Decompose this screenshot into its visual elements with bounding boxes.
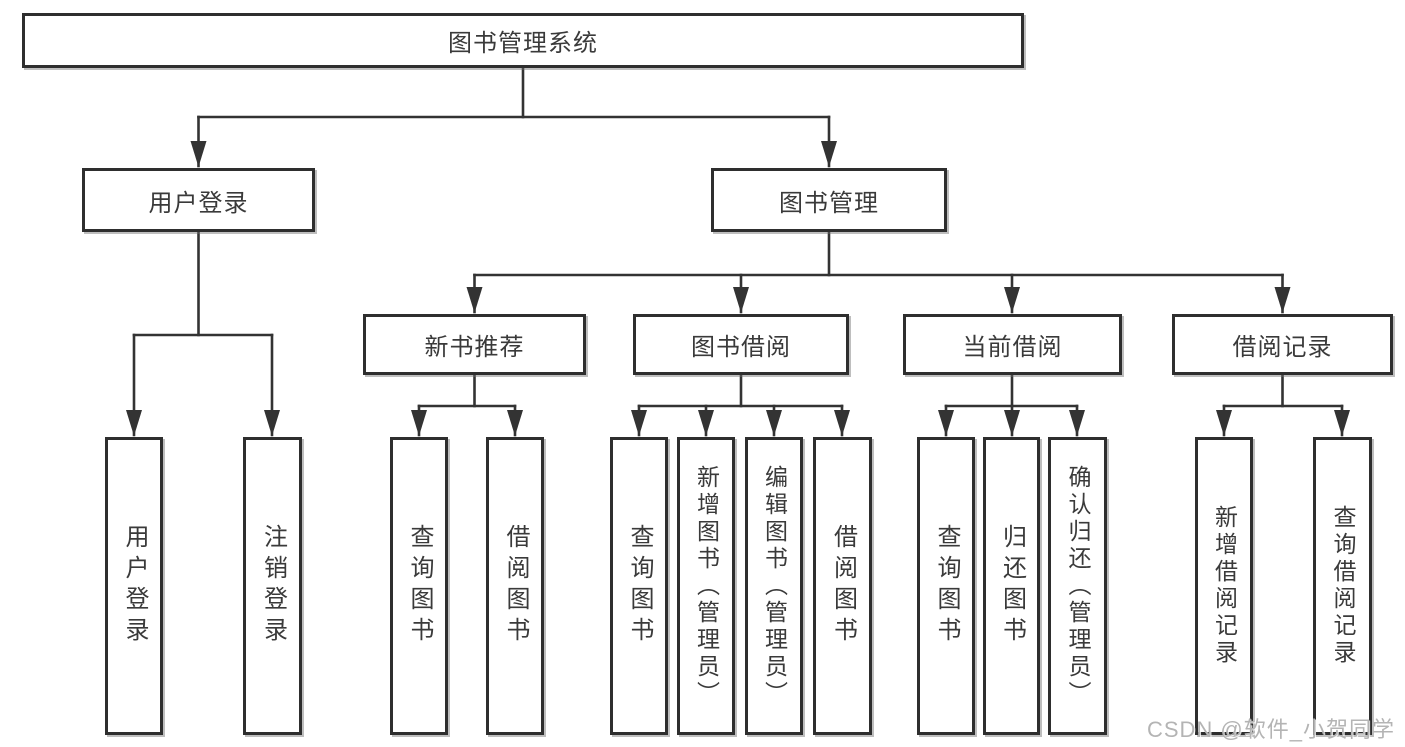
leaf-query-books-current: 查询图书 xyxy=(917,437,975,735)
leaf-return-books: 归还图书 xyxy=(983,437,1040,735)
leaf-edit-books-admin: 编辑图书（管理员） xyxy=(745,437,803,735)
leaf-edit-books-admin-label: 编辑图书（管理员） xyxy=(761,464,788,708)
node-user-login-label: 用户登录 xyxy=(148,189,249,217)
node-book-borrowing-label: 图书借阅 xyxy=(691,334,791,361)
node-book-borrowing: 图书借阅 xyxy=(633,314,849,375)
node-root-system: 图书管理系统 xyxy=(22,13,1024,68)
node-new-book-recommend-label: 新书推荐 xyxy=(424,334,525,361)
leaf-confirm-return-admin-label: 确认归还（管理员） xyxy=(1065,464,1091,708)
leaf-return-books-label: 归还图书 xyxy=(998,524,1026,648)
leaf-query-books-current-label: 查询图书 xyxy=(933,524,960,648)
leaf-add-borrow-record: 新增借阅记录 xyxy=(1195,437,1253,735)
leaf-user-login: 用户登录 xyxy=(105,437,163,735)
leaf-borrow-books: 借阅图书 xyxy=(813,437,872,735)
leaf-query-books-recommend-label: 查询图书 xyxy=(406,524,433,648)
leaf-logout-label: 注销登录 xyxy=(259,524,287,648)
node-user-login-module: 用户登录 xyxy=(82,168,315,232)
leaf-query-borrow-record: 查询借阅记录 xyxy=(1313,437,1372,735)
leaf-query-borrow-record-label: 查询借阅记录 xyxy=(1330,505,1356,667)
csdn-watermark: CSDN @软件_小贺同学 xyxy=(1146,717,1395,742)
leaf-logout: 注销登录 xyxy=(243,437,302,735)
leaf-add-books-admin-label: 新增图书（管理员） xyxy=(693,464,720,708)
node-borrowing-records-label: 借阅记录 xyxy=(1232,334,1333,361)
leaf-query-books-borrow: 查询图书 xyxy=(610,437,668,735)
node-book-management-label: 图书管理 xyxy=(779,189,879,217)
leaf-user-login-label: 用户登录 xyxy=(121,524,148,648)
node-new-book-recommend: 新书推荐 xyxy=(363,314,586,375)
leaf-add-borrow-record-label: 新增借阅记录 xyxy=(1211,505,1238,667)
leaf-borrow-books-label: 借阅图书 xyxy=(829,524,857,648)
leaf-query-books-borrow-label: 查询图书 xyxy=(626,524,653,648)
node-root-label: 图书管理系统 xyxy=(448,30,598,57)
node-book-management-module: 图书管理 xyxy=(711,168,947,232)
leaf-query-books-recommend: 查询图书 xyxy=(390,437,448,735)
node-borrowing-records: 借阅记录 xyxy=(1172,314,1393,375)
leaf-confirm-return-admin: 确认归还（管理员） xyxy=(1048,437,1107,735)
node-current-borrowing: 当前借阅 xyxy=(903,314,1122,375)
node-current-borrowing-label: 当前借阅 xyxy=(962,334,1063,361)
leaf-add-books-admin: 新增图书（管理员） xyxy=(677,437,735,735)
leaf-borrow-books-recommend-label: 借阅图书 xyxy=(502,524,529,648)
leaf-borrow-books-recommend: 借阅图书 xyxy=(486,437,544,735)
